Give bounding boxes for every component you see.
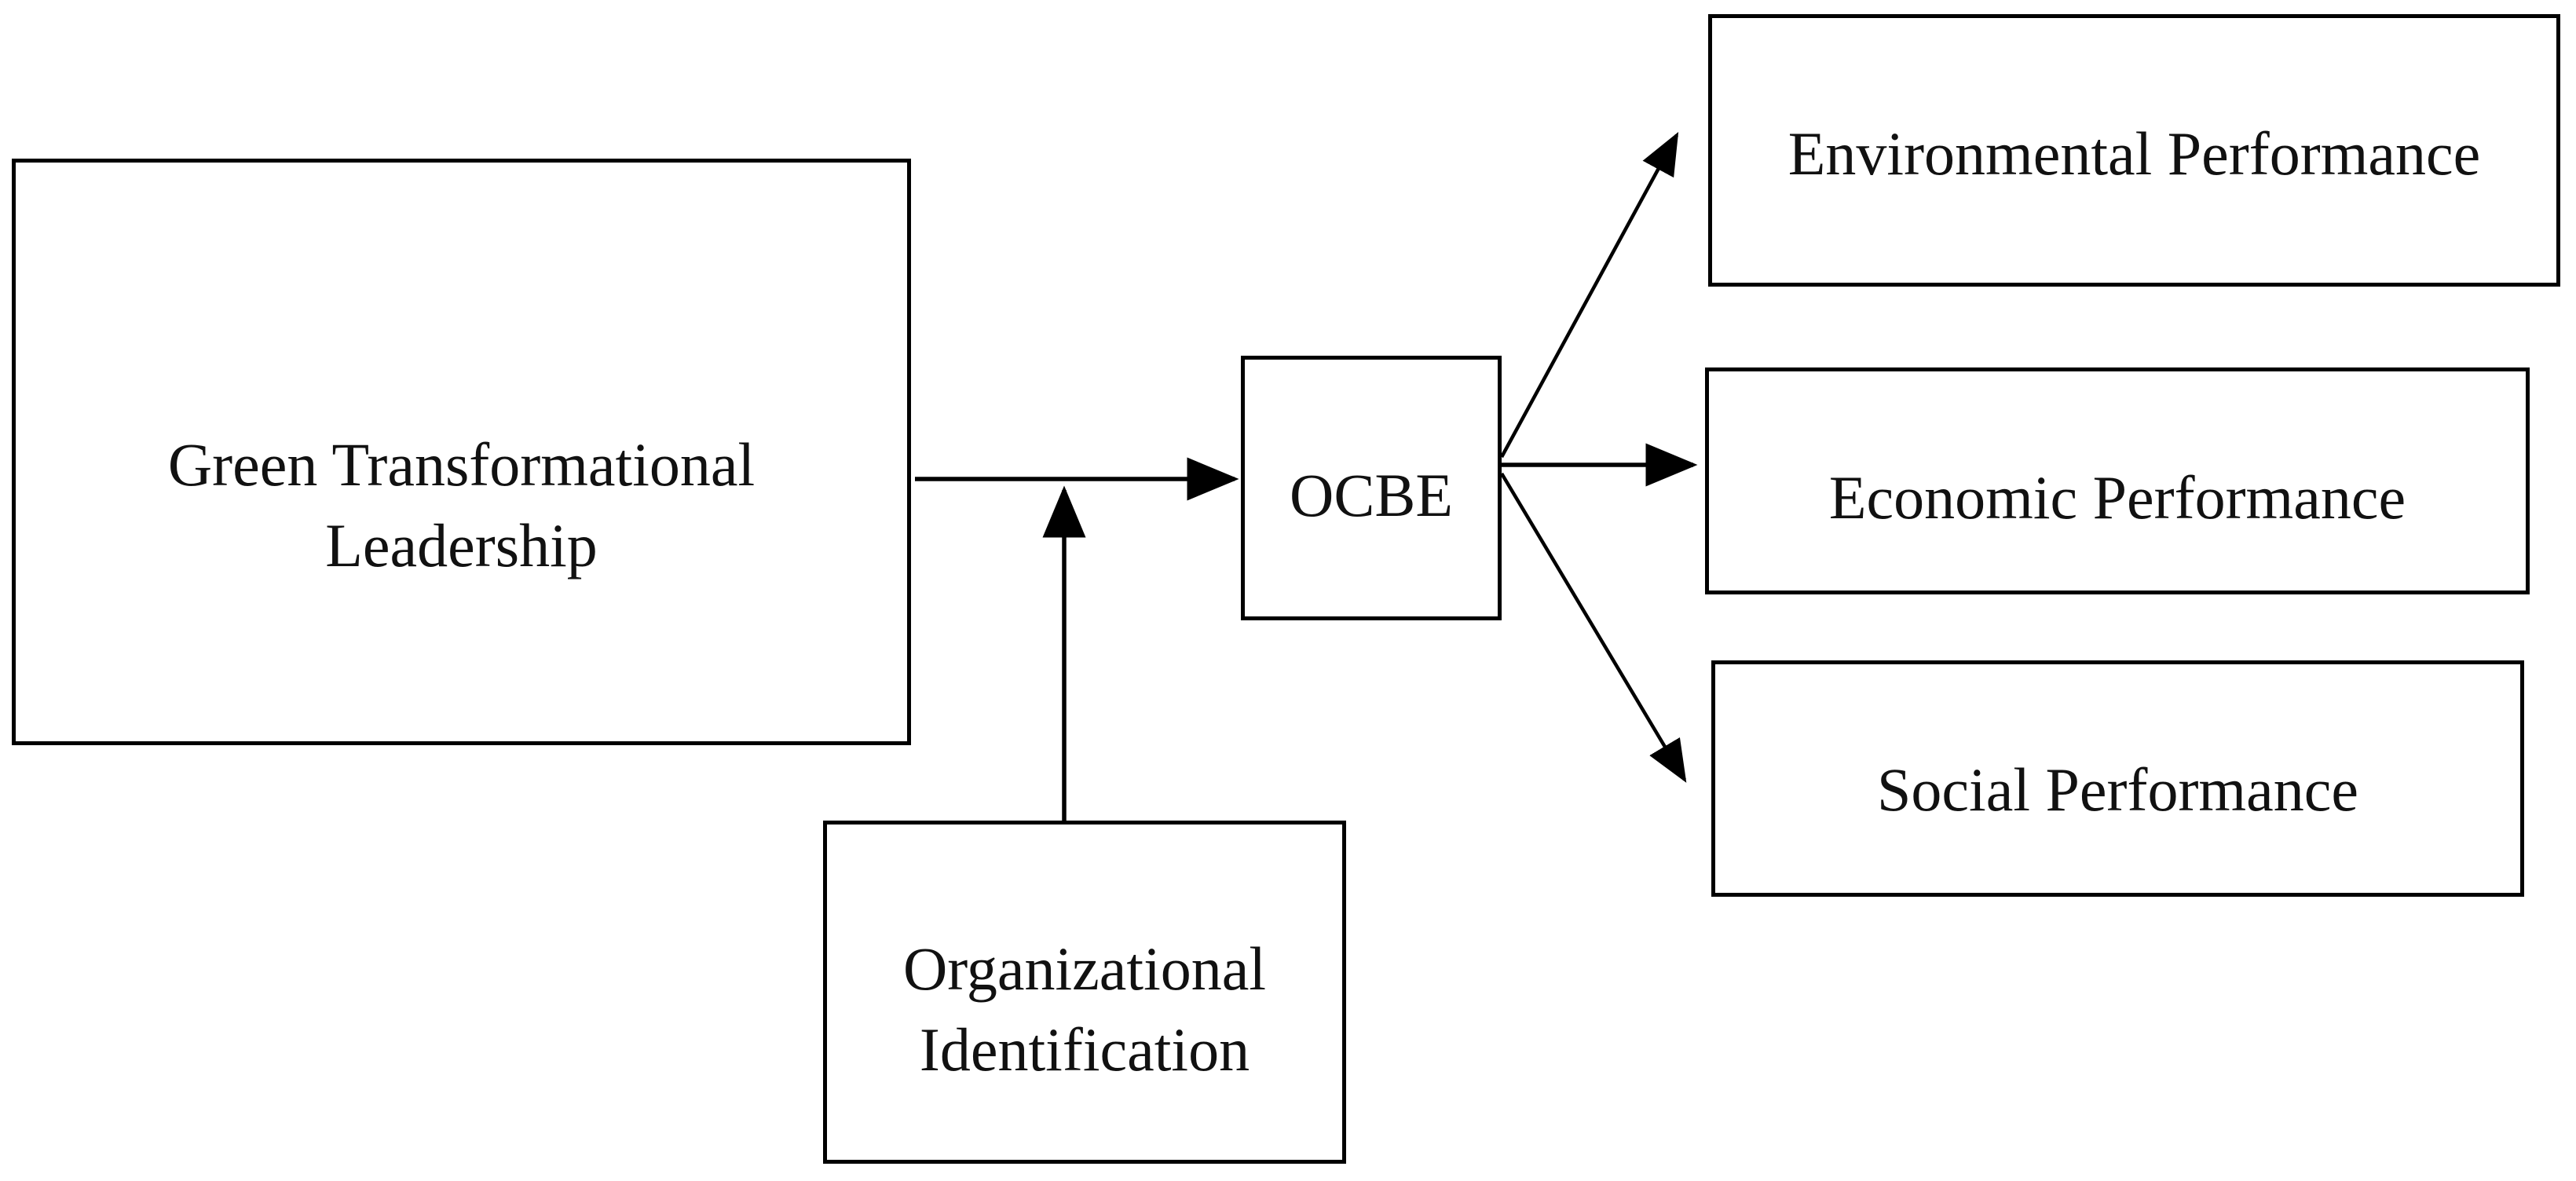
node-economic-performance: Economic Performance bbox=[1705, 367, 2530, 594]
node-label: Social Performance bbox=[1877, 755, 2358, 825]
node-environmental-performance: Environmental Performance bbox=[1708, 14, 2560, 287]
node-label: OCBE bbox=[1289, 461, 1454, 530]
node-ocbe: OCBE bbox=[1241, 356, 1502, 620]
node-label: Organizational Identification bbox=[902, 934, 1267, 1084]
node-green-transformational-leadership: Green Transformational Leadership bbox=[12, 159, 911, 745]
arrow-ocbe-to-social bbox=[1500, 472, 1687, 783]
node-label: Economic Performance bbox=[1828, 463, 2406, 532]
node-label: Environmental Performance bbox=[1787, 119, 2481, 188]
arrow-ocbe-to-environmental bbox=[1500, 132, 1679, 459]
node-organizational-identification: Organizational Identification bbox=[823, 821, 1346, 1164]
node-social-performance: Social Performance bbox=[1711, 660, 2524, 897]
node-label: Green Transformational Leadership bbox=[167, 430, 756, 580]
